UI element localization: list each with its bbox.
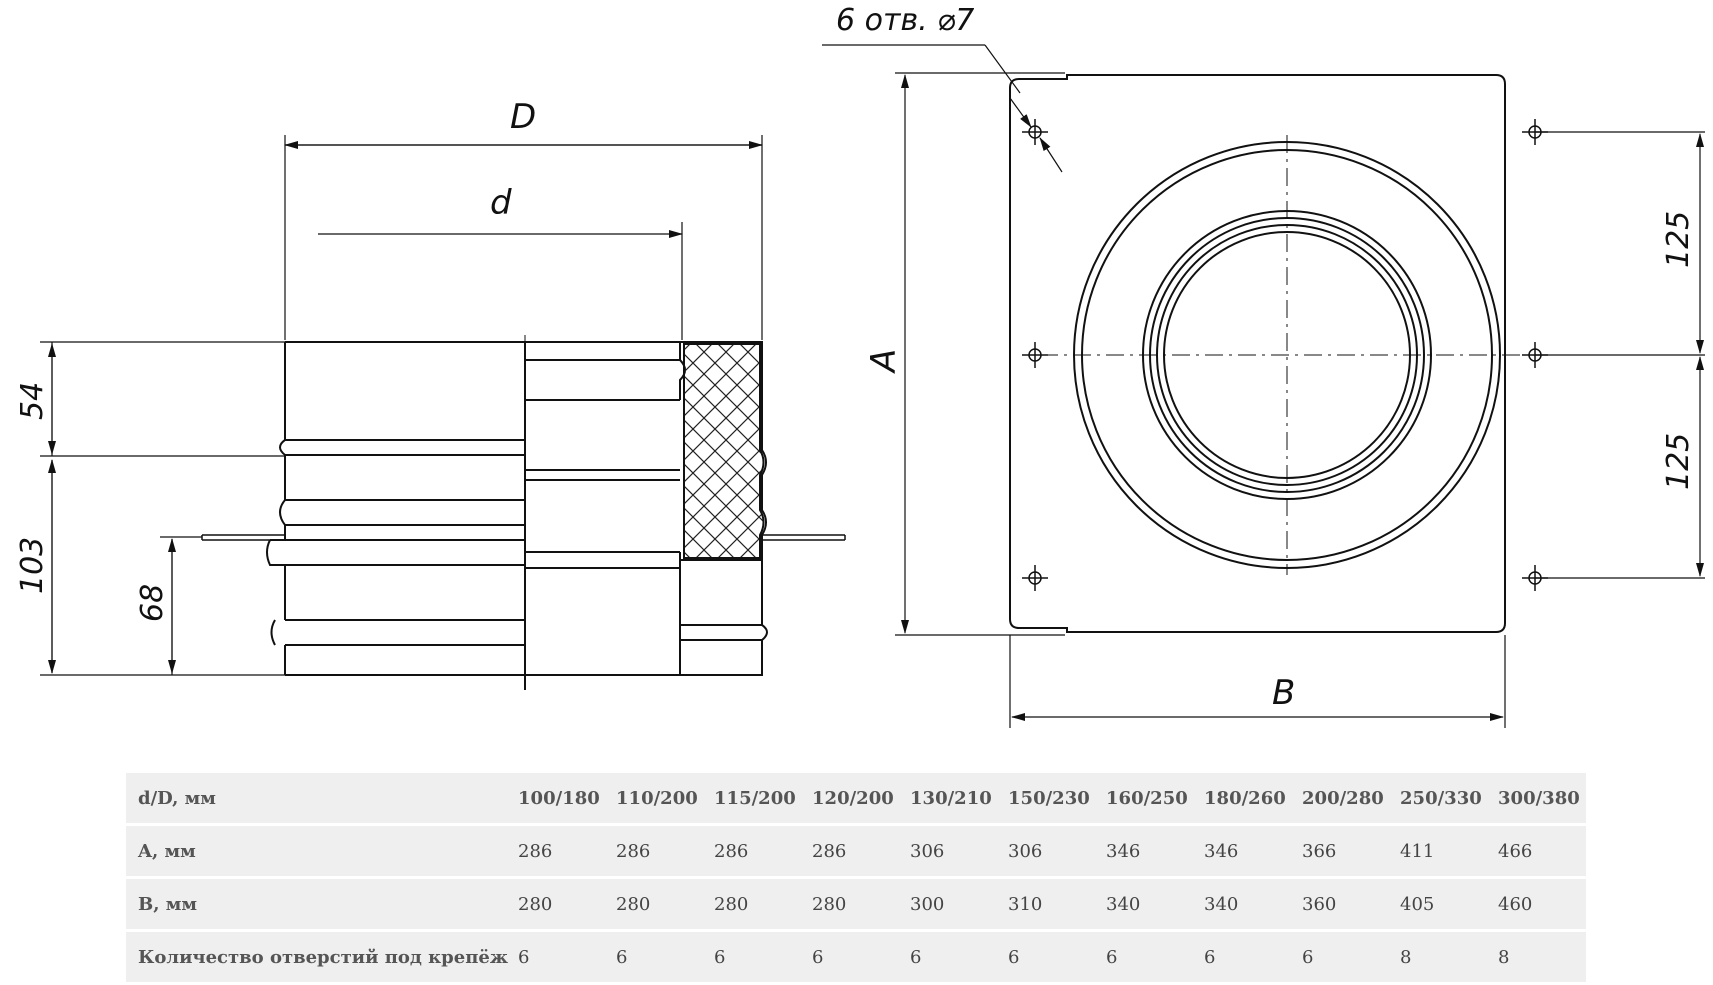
column-header: 110/200 [606, 773, 705, 823]
dim-label-d: d [490, 183, 512, 223]
dimension-54-103 [40, 341, 380, 676]
table-cell: 6 [998, 932, 1097, 982]
column-header: 120/200 [802, 773, 901, 823]
dim-label-A: A [864, 349, 904, 374]
table-cell: 366 [1292, 826, 1391, 876]
table-cell: 280 [508, 879, 607, 929]
table-header-row: d/D, мм 100/180 110/200 115/200 120/200 … [126, 773, 1587, 823]
holes-label: 6 отв. ⌀7 [836, 3, 974, 38]
table-cell: 6 [802, 932, 901, 982]
row-label: Количество отверстий под крепёж [126, 932, 509, 982]
table-cell: 6 [1096, 932, 1195, 982]
header-label: d/D, мм [126, 773, 509, 823]
dimension-125 [1535, 131, 1705, 579]
dim-label-103: 103 [15, 537, 50, 594]
dim-label-54: 54 [15, 382, 50, 420]
table-cell: 466 [1488, 826, 1587, 876]
dim-label-125-top: 125 [1661, 211, 1696, 268]
table-cell: 360 [1292, 879, 1391, 929]
table-cell: 340 [1096, 879, 1195, 929]
column-header: 115/200 [704, 773, 803, 823]
table-cell: 6 [1194, 932, 1293, 982]
table-cell: 306 [998, 826, 1097, 876]
dimension-B [1009, 635, 1506, 728]
table-cell: 8 [1488, 932, 1587, 982]
table-cell: 6 [900, 932, 999, 982]
dim-label-68: 68 [135, 584, 170, 622]
dimension-d [318, 222, 683, 340]
column-header: 160/250 [1096, 773, 1195, 823]
column-header: 130/210 [900, 773, 999, 823]
table-cell: 286 [508, 826, 607, 876]
technical-drawing: D d 54 103 68 [15, 3, 1705, 728]
dim-label-B: B [1272, 673, 1295, 713]
top-view-plate [1009, 74, 1506, 633]
table-cell: 286 [606, 826, 705, 876]
center-lines [1040, 135, 1530, 575]
table-cell: 280 [802, 879, 901, 929]
table-cell: 460 [1488, 879, 1587, 929]
table-cell: 286 [704, 826, 803, 876]
dim-label-125-bottom: 125 [1661, 433, 1696, 490]
table-row: B, мм 280 280 280 280 300 310 340 340 36… [126, 879, 1587, 929]
spec-table: d/D, мм 100/180 110/200 115/200 120/200 … [126, 770, 1587, 985]
row-label: A, мм [126, 826, 509, 876]
column-header: 250/330 [1390, 773, 1489, 823]
insulation-hatch [683, 343, 765, 559]
table-cell: 8 [1390, 932, 1489, 982]
column-header: 200/280 [1292, 773, 1391, 823]
row-label: B, мм [126, 879, 509, 929]
dim-label-D: D [510, 97, 536, 137]
table-cell: 6 [606, 932, 705, 982]
table-cell: 280 [606, 879, 705, 929]
table-cell: 405 [1390, 879, 1489, 929]
column-header: 150/230 [998, 773, 1097, 823]
table-cell: 340 [1194, 879, 1293, 929]
table-cell: 306 [900, 826, 999, 876]
holes-callout [822, 44, 1063, 173]
table-cell: 310 [998, 879, 1097, 929]
column-header: 100/180 [508, 773, 607, 823]
table-row: A, мм 286 286 286 286 306 306 346 346 36… [126, 826, 1587, 876]
table-cell: 346 [1194, 826, 1293, 876]
dimension-D [284, 135, 763, 340]
column-header: 180/260 [1194, 773, 1293, 823]
table-cell: 280 [704, 879, 803, 929]
dimension-A [895, 72, 1065, 636]
table-cell: 300 [900, 879, 999, 929]
table-cell: 286 [802, 826, 901, 876]
table-cell: 6 [508, 932, 607, 982]
table-cell: 6 [1292, 932, 1391, 982]
table-cell: 6 [704, 932, 803, 982]
table-cell: 411 [1390, 826, 1489, 876]
column-header: 300/380 [1488, 773, 1587, 823]
table-cell: 346 [1096, 826, 1195, 876]
table-row: Количество отверстий под крепёж 6 6 6 6 … [126, 932, 1587, 982]
